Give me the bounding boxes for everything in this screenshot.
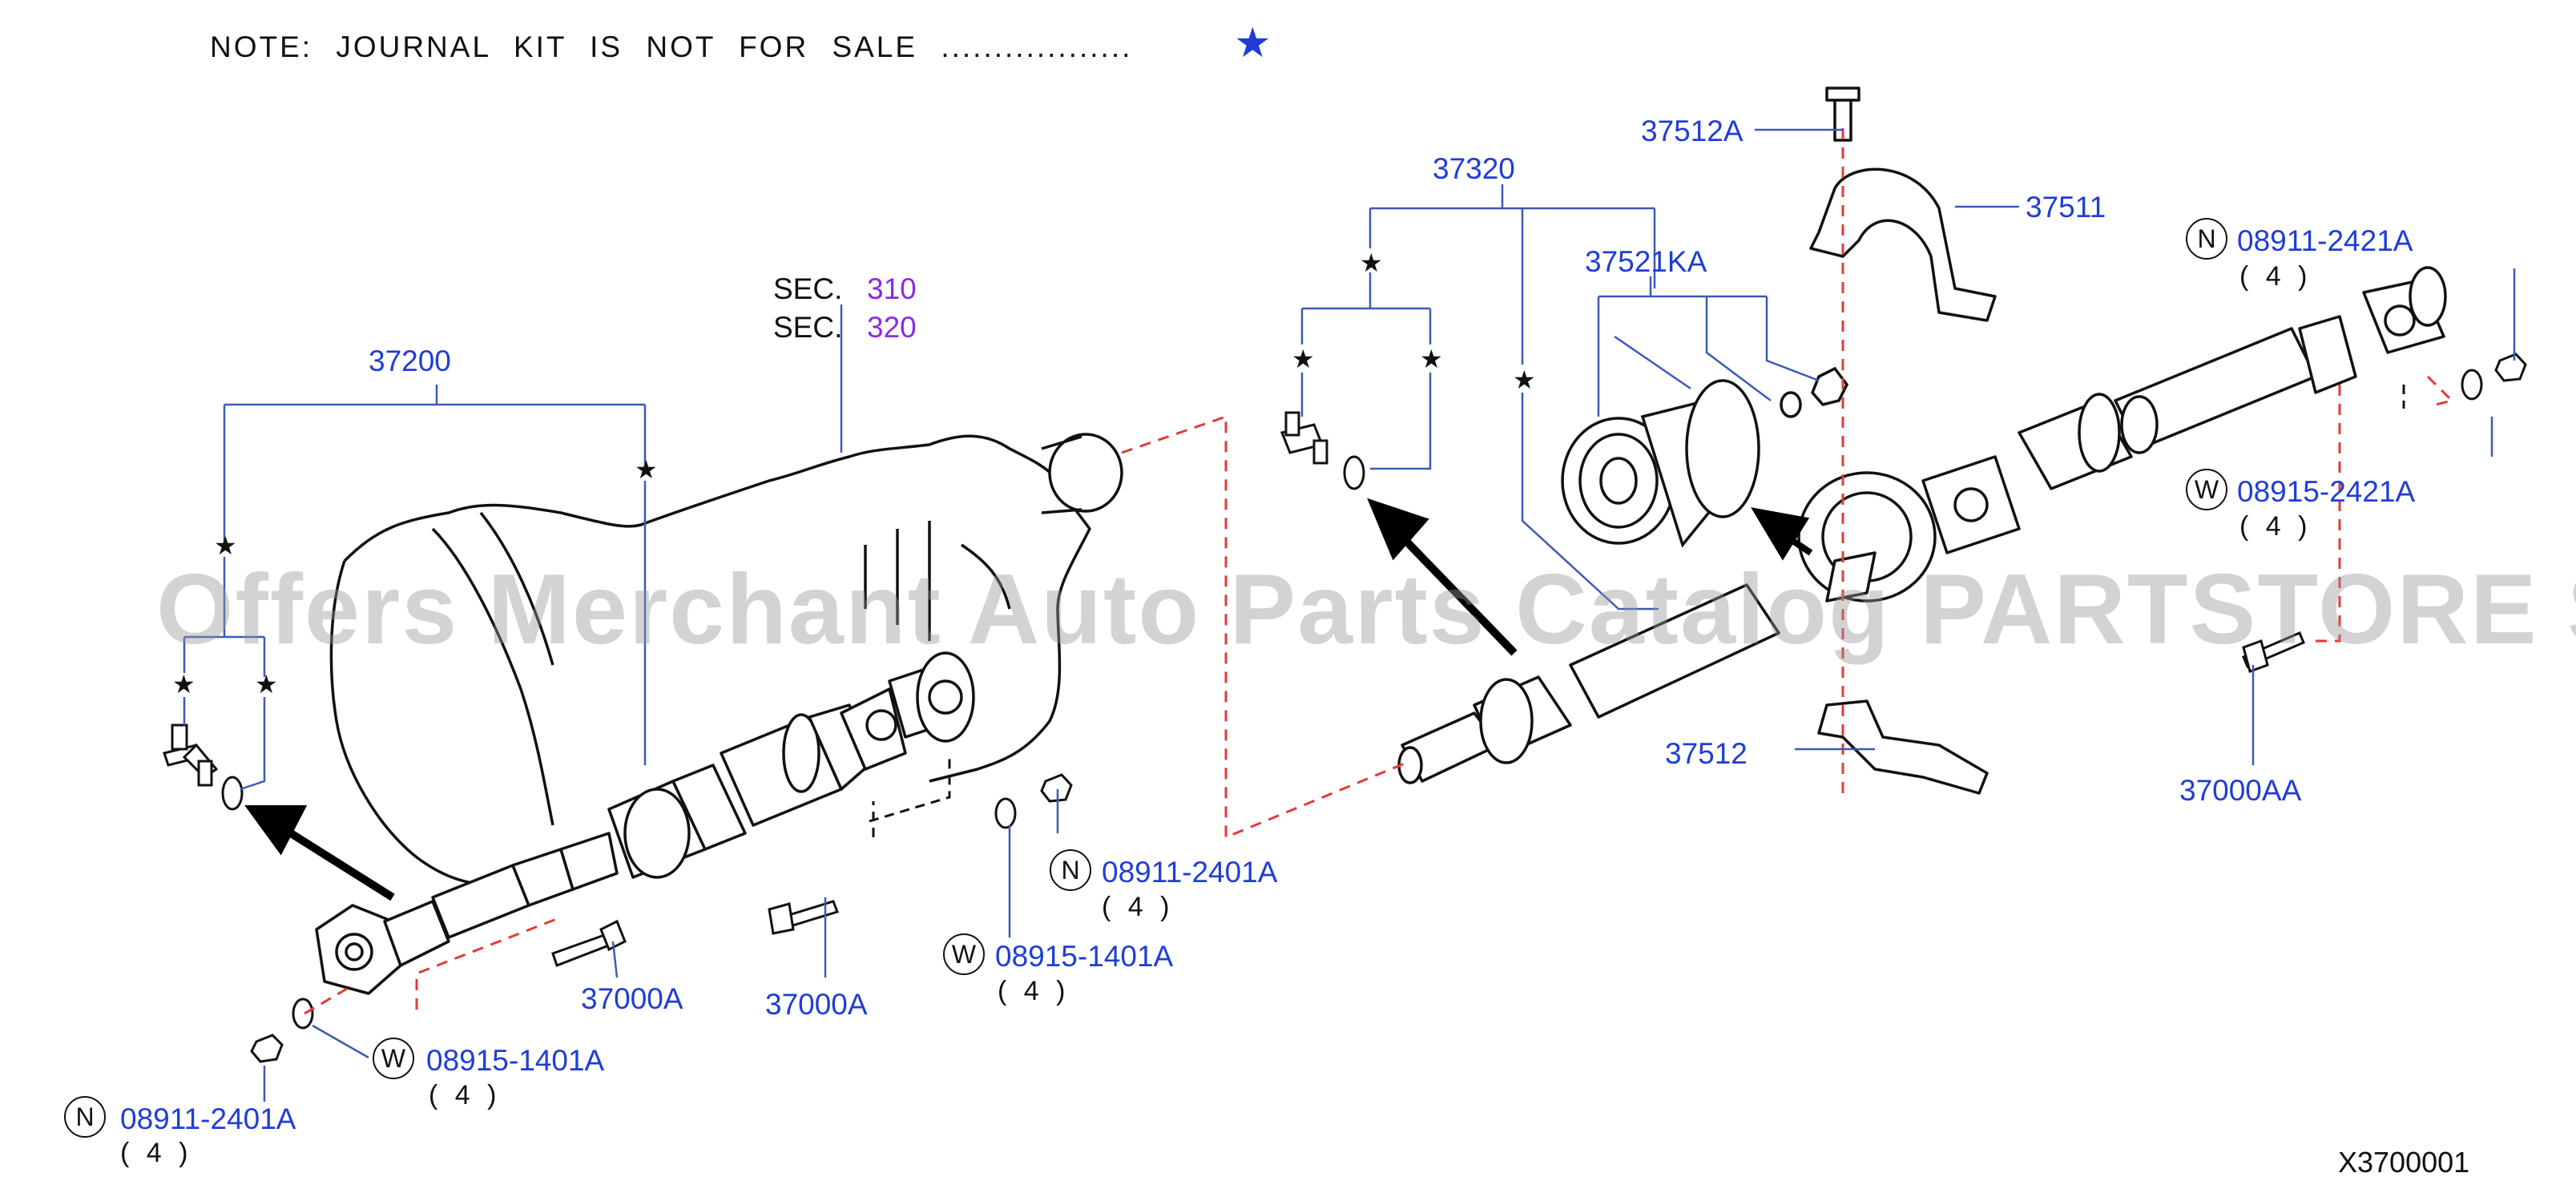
section-ref-320[interactable]: 320 bbox=[867, 311, 917, 344]
star-icon: ★ bbox=[1360, 248, 1383, 277]
part-37512A[interactable]: 37512A bbox=[1641, 115, 1744, 147]
star-icon: ★ bbox=[255, 670, 278, 699]
nut-marker-icon: N bbox=[64, 1096, 106, 1138]
front-propeller-shaft bbox=[315, 651, 975, 995]
arrows bbox=[244, 498, 1813, 901]
part-08915-2421A[interactable]: 08915-2421A bbox=[2237, 475, 2416, 508]
part-08915-1401A-low[interactable]: 08915-1401A bbox=[426, 1044, 605, 1077]
washer-marker-icon: W bbox=[943, 933, 985, 975]
quantity-08911-2401A-mid: ( 4 ) bbox=[1102, 892, 1175, 922]
part-08911-2401A-low[interactable]: 08911-2401A bbox=[120, 1102, 296, 1135]
part-37000A-left[interactable]: 37000A bbox=[581, 982, 683, 1015]
part-08911-2421A[interactable]: 08911-2421A bbox=[2237, 224, 2413, 257]
section-label-2: SEC. bbox=[773, 311, 843, 344]
transmission-housing bbox=[329, 434, 1091, 886]
part-08915-1401A-mid[interactable]: 08915-1401A bbox=[995, 940, 1174, 973]
leader-lines bbox=[183, 128, 2516, 1102]
part-37511[interactable]: 37511 bbox=[2026, 191, 2106, 224]
part-37200[interactable]: 37200 bbox=[369, 345, 451, 377]
nut-marker-icon: N bbox=[2186, 218, 2227, 260]
star-icon: ★ bbox=[214, 531, 237, 560]
quantity-08915-1401A-low: ( 4 ) bbox=[429, 1080, 502, 1110]
nuts-and-washers bbox=[250, 353, 2527, 1063]
red-dash-lines bbox=[304, 128, 2454, 1015]
quantity-08915-1401A-mid: ( 4 ) bbox=[998, 976, 1070, 1006]
part-37320[interactable]: 37320 bbox=[1433, 152, 1515, 185]
star-icon: ★ bbox=[1292, 345, 1315, 373]
journal-kit-star-icon: ★ bbox=[1234, 20, 1272, 67]
part-37000A-mid[interactable]: 37000A bbox=[765, 988, 868, 1021]
star-icon: ★ bbox=[1420, 345, 1443, 373]
star-icon: ★ bbox=[172, 670, 196, 699]
star-icon: ★ bbox=[635, 455, 658, 484]
part-37521KA[interactable]: 37521KA bbox=[1585, 245, 1707, 278]
section-label-1: SEC. bbox=[773, 272, 843, 305]
quantity-08915-2421A: ( 4 ) bbox=[2239, 511, 2312, 542]
section-ref-310[interactable]: 310 bbox=[867, 272, 917, 305]
center-bearing-insulator bbox=[1561, 366, 1849, 548]
star-icon: ★ bbox=[1513, 365, 1536, 394]
bracket-upper bbox=[1809, 87, 1997, 322]
watermark: Offers Merchant Auto Parts Catalog PARTS… bbox=[156, 554, 2576, 665]
part-37000AA[interactable]: 37000AA bbox=[2179, 774, 2302, 807]
part-08911-2401A-mid[interactable]: 08911-2401A bbox=[1102, 856, 1278, 889]
nut-marker-icon: N bbox=[1050, 849, 1091, 891]
note-text: NOTE: JOURNAL KIT IS NOT FOR SALE ......… bbox=[210, 30, 1133, 63]
diagram-code: X3700001 bbox=[2338, 1146, 2470, 1179]
quantity-08911-2401A-low: ( 4 ) bbox=[120, 1138, 193, 1168]
washer-marker-icon: W bbox=[2186, 469, 2227, 510]
rear-propeller-shaft bbox=[1397, 266, 2447, 784]
quantity-08911-2421A: ( 4 ) bbox=[2239, 261, 2312, 292]
part-37512[interactable]: 37512 bbox=[1665, 737, 1748, 770]
bracket-lower bbox=[1817, 699, 1989, 795]
left-universal-joint-spider bbox=[163, 723, 244, 811]
transmission-output bbox=[1041, 433, 1123, 514]
middle-universal-joint-spider bbox=[1280, 411, 1365, 490]
washer-marker-icon: W bbox=[373, 1038, 414, 1079]
bolts bbox=[551, 631, 2305, 967]
black-dash-lines bbox=[869, 385, 2405, 837]
